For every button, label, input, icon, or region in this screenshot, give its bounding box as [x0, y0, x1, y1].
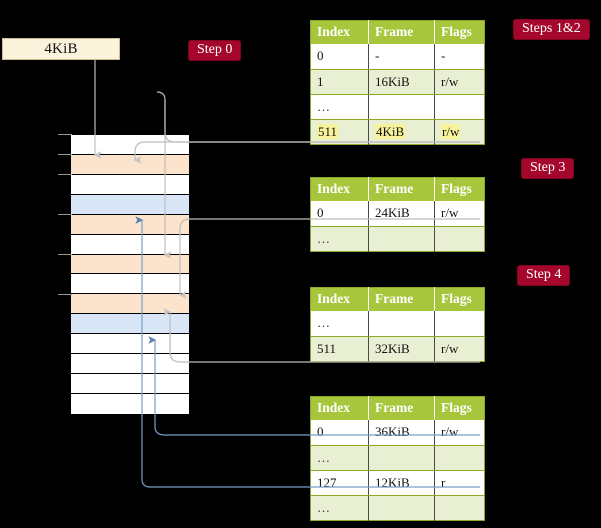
cell-index: …: [310, 445, 369, 471]
memory-frame-7: [71, 274, 189, 295]
badge-step-3-label: Step 3: [530, 160, 566, 175]
memory-frame-3: [71, 194, 189, 215]
table-row: …: [310, 94, 485, 120]
memory-frame-8: [71, 294, 189, 315]
badge-step-0-label: Step 0: [197, 42, 233, 57]
memory-tick-2: [58, 174, 72, 175]
source-frame-4kib: 4KiB: [2, 38, 120, 60]
cell-flags: r: [434, 470, 485, 496]
cell-index: 1: [310, 69, 369, 95]
badge-step-4-label: Step 4: [526, 267, 562, 282]
col-header-frame: Frame: [368, 20, 435, 44]
cell-flags: r/w: [434, 420, 485, 446]
cell-flags: [434, 495, 485, 520]
cell-frame: -: [368, 44, 435, 70]
table-row: 0--: [310, 44, 485, 70]
memory-frame-5: [71, 234, 189, 255]
col-header-flags: Flags: [434, 177, 485, 201]
cell-frame: 32KiB: [368, 336, 435, 361]
source-frame-label: 4KiB: [44, 40, 78, 57]
col-header-frame: Frame: [368, 396, 435, 420]
table-row: …: [310, 311, 485, 337]
cell-index: 511: [310, 119, 369, 144]
memory-frame-2: [71, 174, 189, 195]
cell-flags: r/w: [434, 119, 485, 144]
cell-frame: 4KiB: [368, 119, 435, 144]
cell-frame: [368, 226, 435, 251]
cell-index: 0: [310, 44, 369, 70]
memory-frame-9: [71, 314, 189, 335]
badge-step-3: Step 3: [521, 158, 575, 179]
cell-frame: 24KiB: [368, 201, 435, 227]
badge-steps-1-and-2-label: Steps 1&2: [522, 21, 581, 36]
col-header-index: Index: [310, 20, 369, 44]
memory-frame-11: [71, 354, 189, 375]
memory-frame-0: [71, 135, 189, 155]
cell-frame: [368, 445, 435, 471]
cell-index: …: [310, 311, 369, 337]
memory-frame-6: [71, 254, 189, 275]
memory-frame-1: [71, 154, 189, 175]
cell-frame: [368, 311, 435, 337]
memory-tick-1: [58, 154, 72, 155]
memory-frame-4: [71, 214, 189, 235]
cell-flags: r/w: [434, 201, 485, 227]
badge-step-0: Step 0: [188, 40, 242, 61]
cell-index: 0: [310, 201, 369, 227]
badge-step-4: Step 4: [517, 265, 571, 286]
badge-steps-1-and-2: Steps 1&2: [513, 19, 590, 40]
col-header-frame: Frame: [368, 177, 435, 201]
memory-tick-4: [58, 254, 72, 255]
cell-index: …: [310, 94, 369, 120]
cell-frame: [368, 495, 435, 520]
cell-index: 511: [310, 336, 369, 361]
col-header-index: Index: [310, 177, 369, 201]
cell-frame: [368, 94, 435, 120]
col-header-flags: Flags: [434, 287, 485, 311]
table-row: …: [310, 226, 485, 251]
cell-flags: r/w: [434, 69, 485, 95]
memory-frame-12: [71, 374, 189, 394]
cell-frame: 16KiB: [368, 69, 435, 95]
col-header-index: Index: [310, 287, 369, 311]
cell-frame: 12KiB: [368, 470, 435, 496]
cell-index: 0: [310, 420, 369, 446]
cell-index: …: [310, 226, 369, 251]
memory-tick-5: [58, 294, 72, 295]
memory-tick-0: [58, 134, 72, 135]
cell-frame: 36KiB: [368, 420, 435, 446]
col-header-flags: Flags: [434, 20, 485, 44]
cell-flags: r/w: [434, 336, 485, 361]
memory-frame-10: [71, 334, 189, 355]
cell-index: …: [310, 495, 369, 520]
cell-flags: [434, 94, 485, 120]
cell-index: 127: [310, 470, 369, 496]
col-header-flags: Flags: [434, 396, 485, 420]
physical-memory-column: [70, 134, 190, 415]
cell-flags: [434, 226, 485, 251]
cell-flags: -: [434, 44, 485, 70]
col-header-index: Index: [310, 396, 369, 420]
cell-flags: [434, 311, 485, 337]
col-header-frame: Frame: [368, 287, 435, 311]
table-row: …: [310, 445, 485, 471]
memory-frame-13: [71, 393, 189, 414]
memory-tick-3: [58, 214, 72, 215]
table-row: …: [310, 495, 485, 520]
cell-flags: [434, 445, 485, 471]
